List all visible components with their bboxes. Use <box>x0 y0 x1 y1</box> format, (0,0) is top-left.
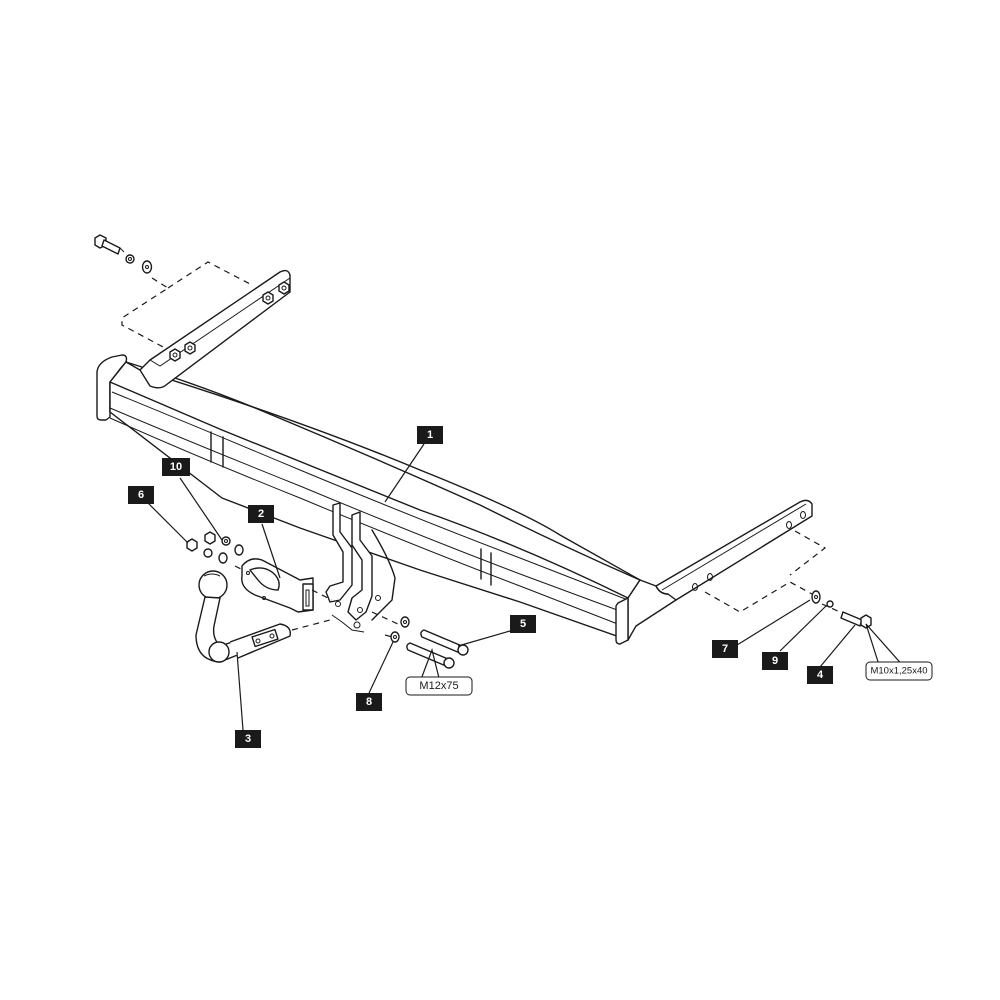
washers-part-8 <box>390 616 410 643</box>
towball-part-3 <box>195 570 291 663</box>
central-mount-brackets <box>325 502 396 633</box>
svg-text:1: 1 <box>427 429 433 441</box>
spec-label-m12x75: M12x75 <box>405 676 473 696</box>
svg-text:2: 2 <box>258 508 264 520</box>
callout-8: 8 <box>356 693 382 711</box>
svg-text:6: 6 <box>138 489 144 501</box>
socket-plate-part-2 <box>241 558 314 613</box>
right-installation-guide <box>704 530 841 613</box>
svg-text:M12x75: M12x75 <box>419 680 458 692</box>
nut-washer-set-6-10 <box>186 531 244 564</box>
callout-10: 10 <box>162 458 190 476</box>
callout-7: 7 <box>712 640 738 658</box>
bolts-part-5 <box>406 629 469 669</box>
svg-text:10: 10 <box>170 461 182 473</box>
svg-text:M10x1,25x40: M10x1,25x40 <box>870 666 927 677</box>
svg-text:5: 5 <box>520 618 526 630</box>
right-bracket-arm <box>655 499 813 601</box>
callout-3: 3 <box>235 730 261 748</box>
callout-1: 1 <box>417 426 443 444</box>
left-bracket-arm <box>139 269 291 389</box>
callout-9: 9 <box>762 652 788 670</box>
svg-text:7: 7 <box>722 643 728 655</box>
spec-label-m10x125x40: M10x1,25x40 <box>865 661 933 681</box>
leader-lines <box>147 443 906 731</box>
callout-4: 4 <box>807 666 833 684</box>
svg-text:9: 9 <box>772 655 778 667</box>
callout-2: 2 <box>248 505 274 523</box>
crossbar-part-1 <box>96 354 677 645</box>
svg-text:3: 3 <box>245 733 251 745</box>
svg-text:4: 4 <box>817 669 824 681</box>
callout-6: 6 <box>128 486 154 504</box>
right-bolt-set <box>811 590 872 629</box>
left-installation-guide <box>121 261 253 349</box>
svg-text:8: 8 <box>366 696 372 708</box>
callout-5: 5 <box>510 615 536 633</box>
left-bolt-set <box>94 234 153 274</box>
